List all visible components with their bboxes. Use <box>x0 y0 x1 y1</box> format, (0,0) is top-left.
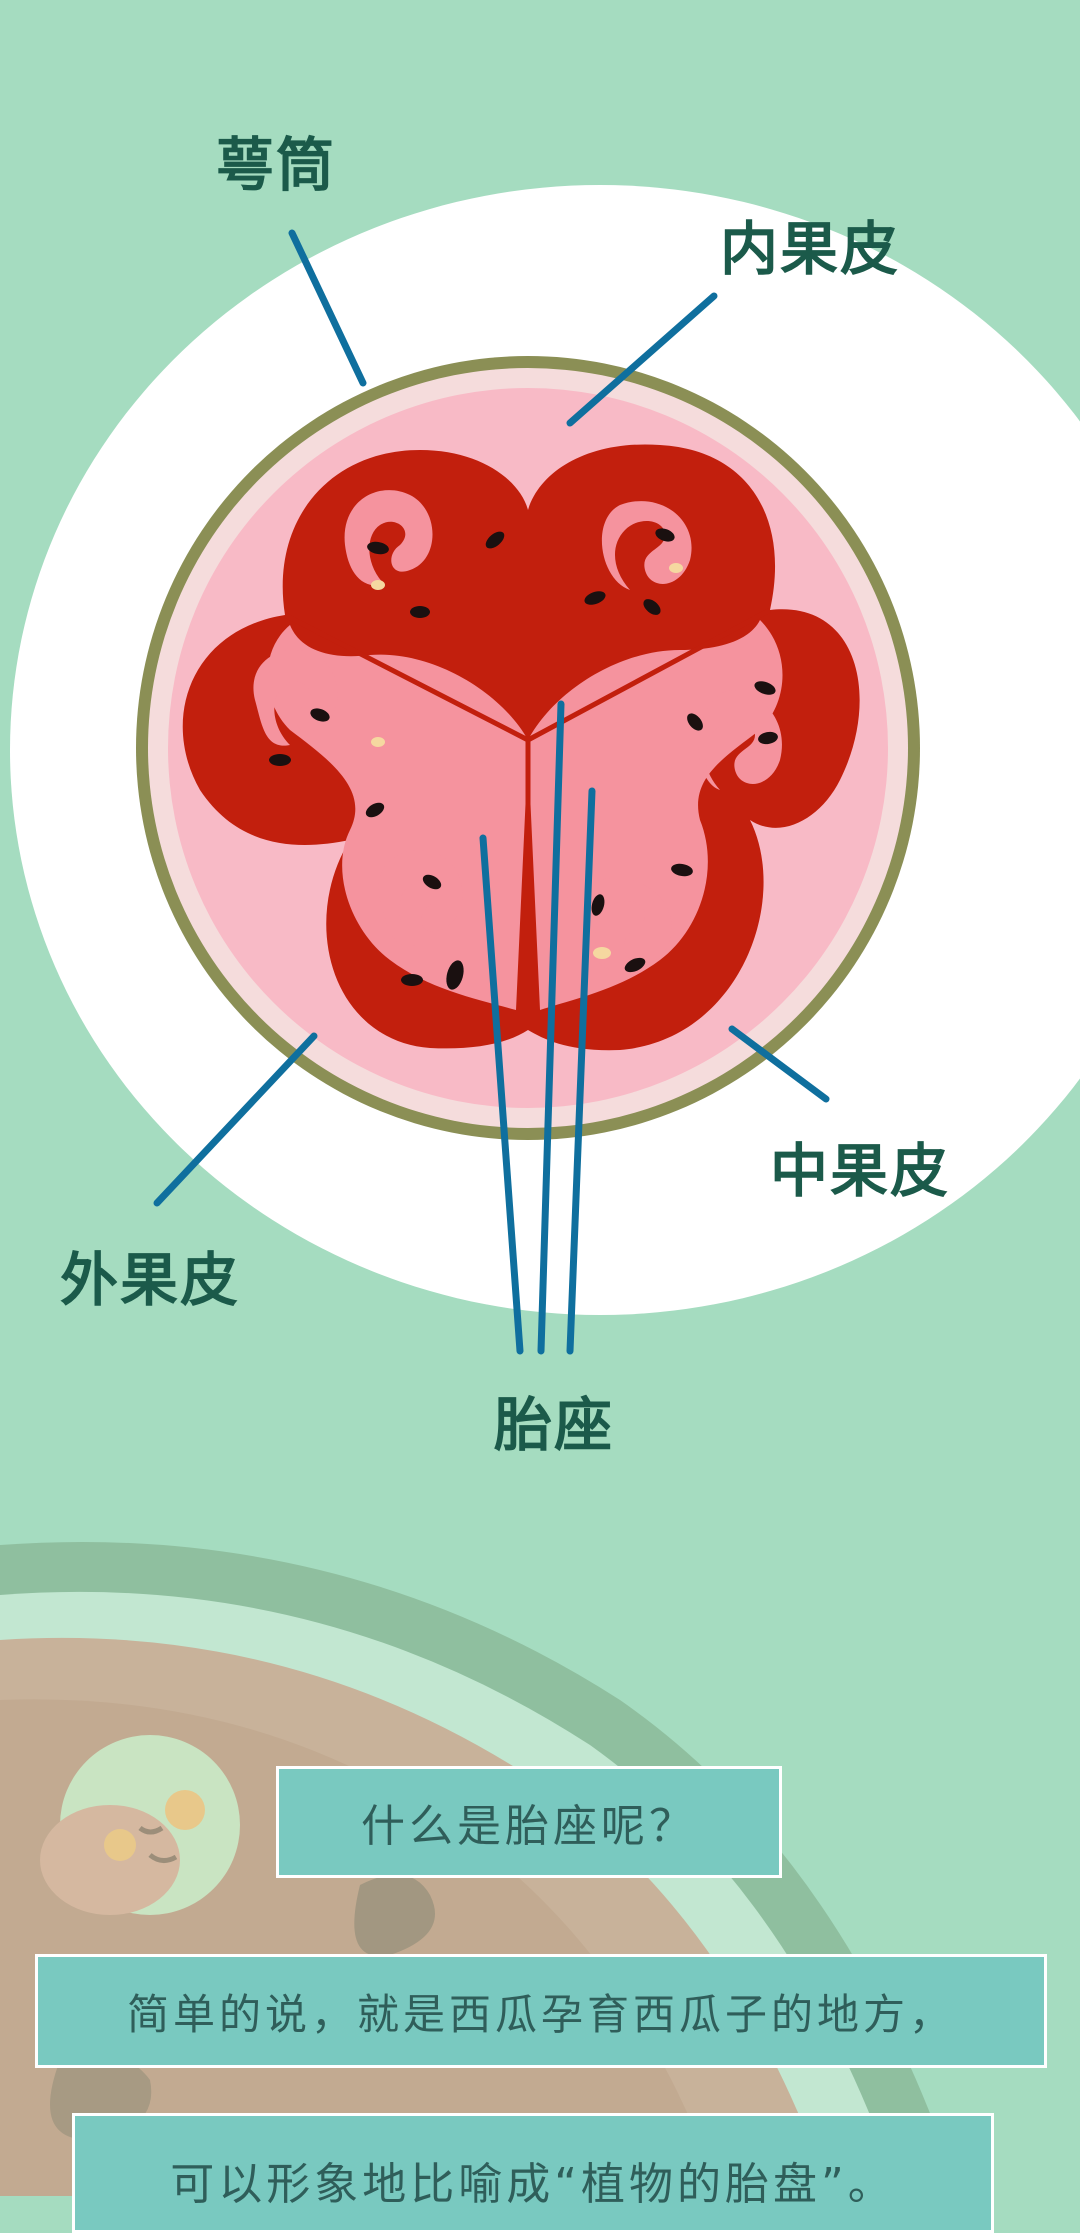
pointer-placenta-3 <box>566 787 596 1355</box>
watermelon-cross-section <box>136 356 920 1140</box>
pointer-placenta-1 <box>479 834 524 1355</box>
label-mesocarp: 中果皮 <box>770 1137 951 1205</box>
pointer-endocarp <box>566 292 718 427</box>
label-endocarp: 内果皮 <box>720 215 901 283</box>
label-calyx-tube: 萼筒 <box>216 131 337 199</box>
septa-lines <box>283 607 772 1030</box>
label-exocarp: 外果皮 <box>60 1246 241 1314</box>
pale-seeds <box>371 563 683 959</box>
caption-line-2: 可以形象地比喻成“植物的胎盘”。 <box>72 2113 994 2233</box>
seeds <box>269 528 778 990</box>
seed-cavities <box>253 490 782 970</box>
pointer-placenta-2 <box>537 700 565 1355</box>
caption-line-1: 简单的说，就是西瓜孕育西瓜子的地方， <box>35 1954 1047 2068</box>
pointer-mesocarp <box>728 1025 830 1103</box>
caption-question: 什么是胎座呢？ <box>276 1766 782 1878</box>
label-placenta: 胎座 <box>494 1391 615 1459</box>
pointer-calyx-tube <box>288 229 367 387</box>
pointer-exocarp <box>153 1032 318 1207</box>
pointer-lines <box>153 229 830 1355</box>
